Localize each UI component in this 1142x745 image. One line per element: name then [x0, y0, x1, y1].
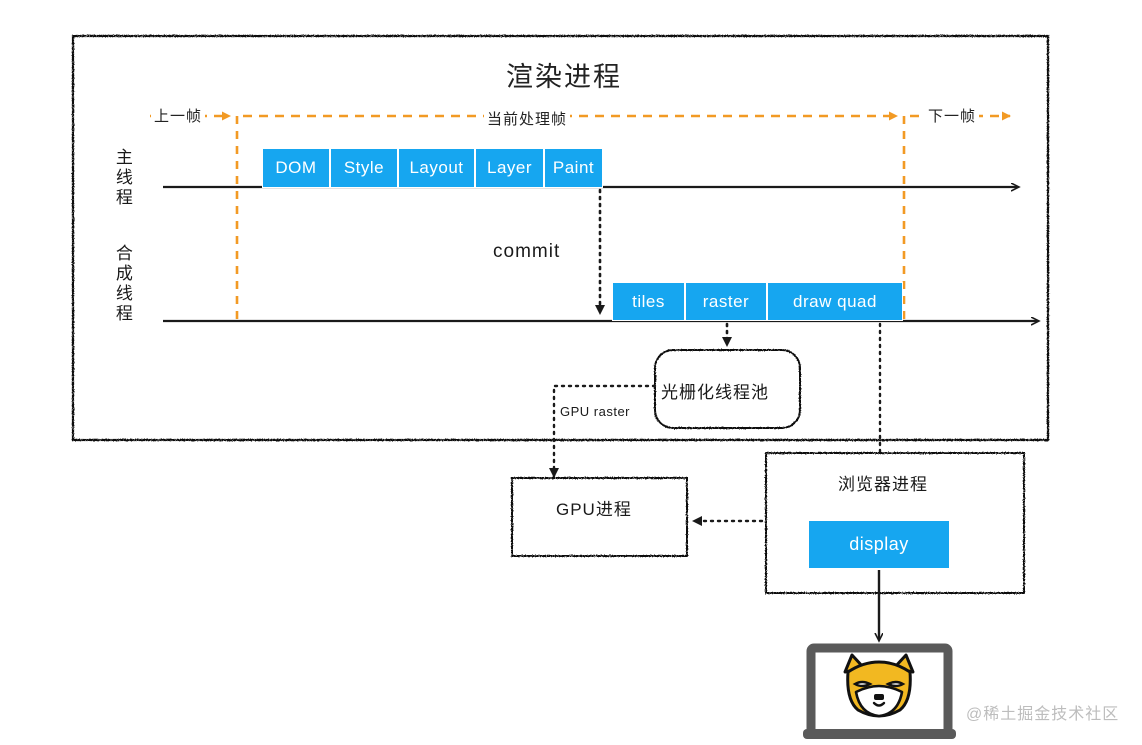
gpu-process-box	[511, 477, 688, 557]
frame-boundary-lines	[235, 116, 906, 325]
raster-thread-pool-box	[654, 349, 801, 429]
lane-label-compositor-thread: 合成线程	[112, 244, 132, 324]
stage-box-tiles[interactable]: tiles	[612, 282, 685, 321]
stage-box-layer[interactable]: Layer	[475, 148, 544, 188]
renderer-process-container	[71, 34, 1050, 442]
display-box[interactable]: display	[809, 521, 949, 568]
commit-label: commit	[493, 241, 561, 262]
gpu-process-label: GPU进程	[556, 500, 632, 519]
stage-box-layout[interactable]: Layout	[398, 148, 475, 188]
gpu-raster-label: GPU raster	[560, 404, 631, 419]
stage-box-dom[interactable]: DOM	[262, 148, 330, 188]
lane-label-main-thread: 主线程	[112, 148, 132, 208]
stage-box-raster[interactable]: raster	[685, 282, 767, 321]
next-frame-label: 下一帧	[925, 105, 980, 126]
current-frame-label: 当前处理帧	[484, 108, 571, 129]
prev-frame-label: 上一帧	[151, 105, 206, 126]
page-title: 渲染进程	[506, 62, 622, 92]
shiba-inu-face	[843, 653, 915, 718]
stage-box-paint[interactable]: Paint	[544, 148, 603, 188]
stage-box-draw-quad[interactable]: draw quad	[767, 282, 903, 321]
watermark: @稀土掘金技术社区	[966, 706, 1120, 723]
laptop-icon	[803, 643, 956, 739]
gpu-raster-path	[549, 384, 657, 478]
raster-thread-pool-label: 光栅化线程池	[661, 383, 769, 402]
stage-box-style[interactable]: Style	[330, 148, 398, 188]
browser-process-label: 浏览器进程	[838, 475, 928, 494]
